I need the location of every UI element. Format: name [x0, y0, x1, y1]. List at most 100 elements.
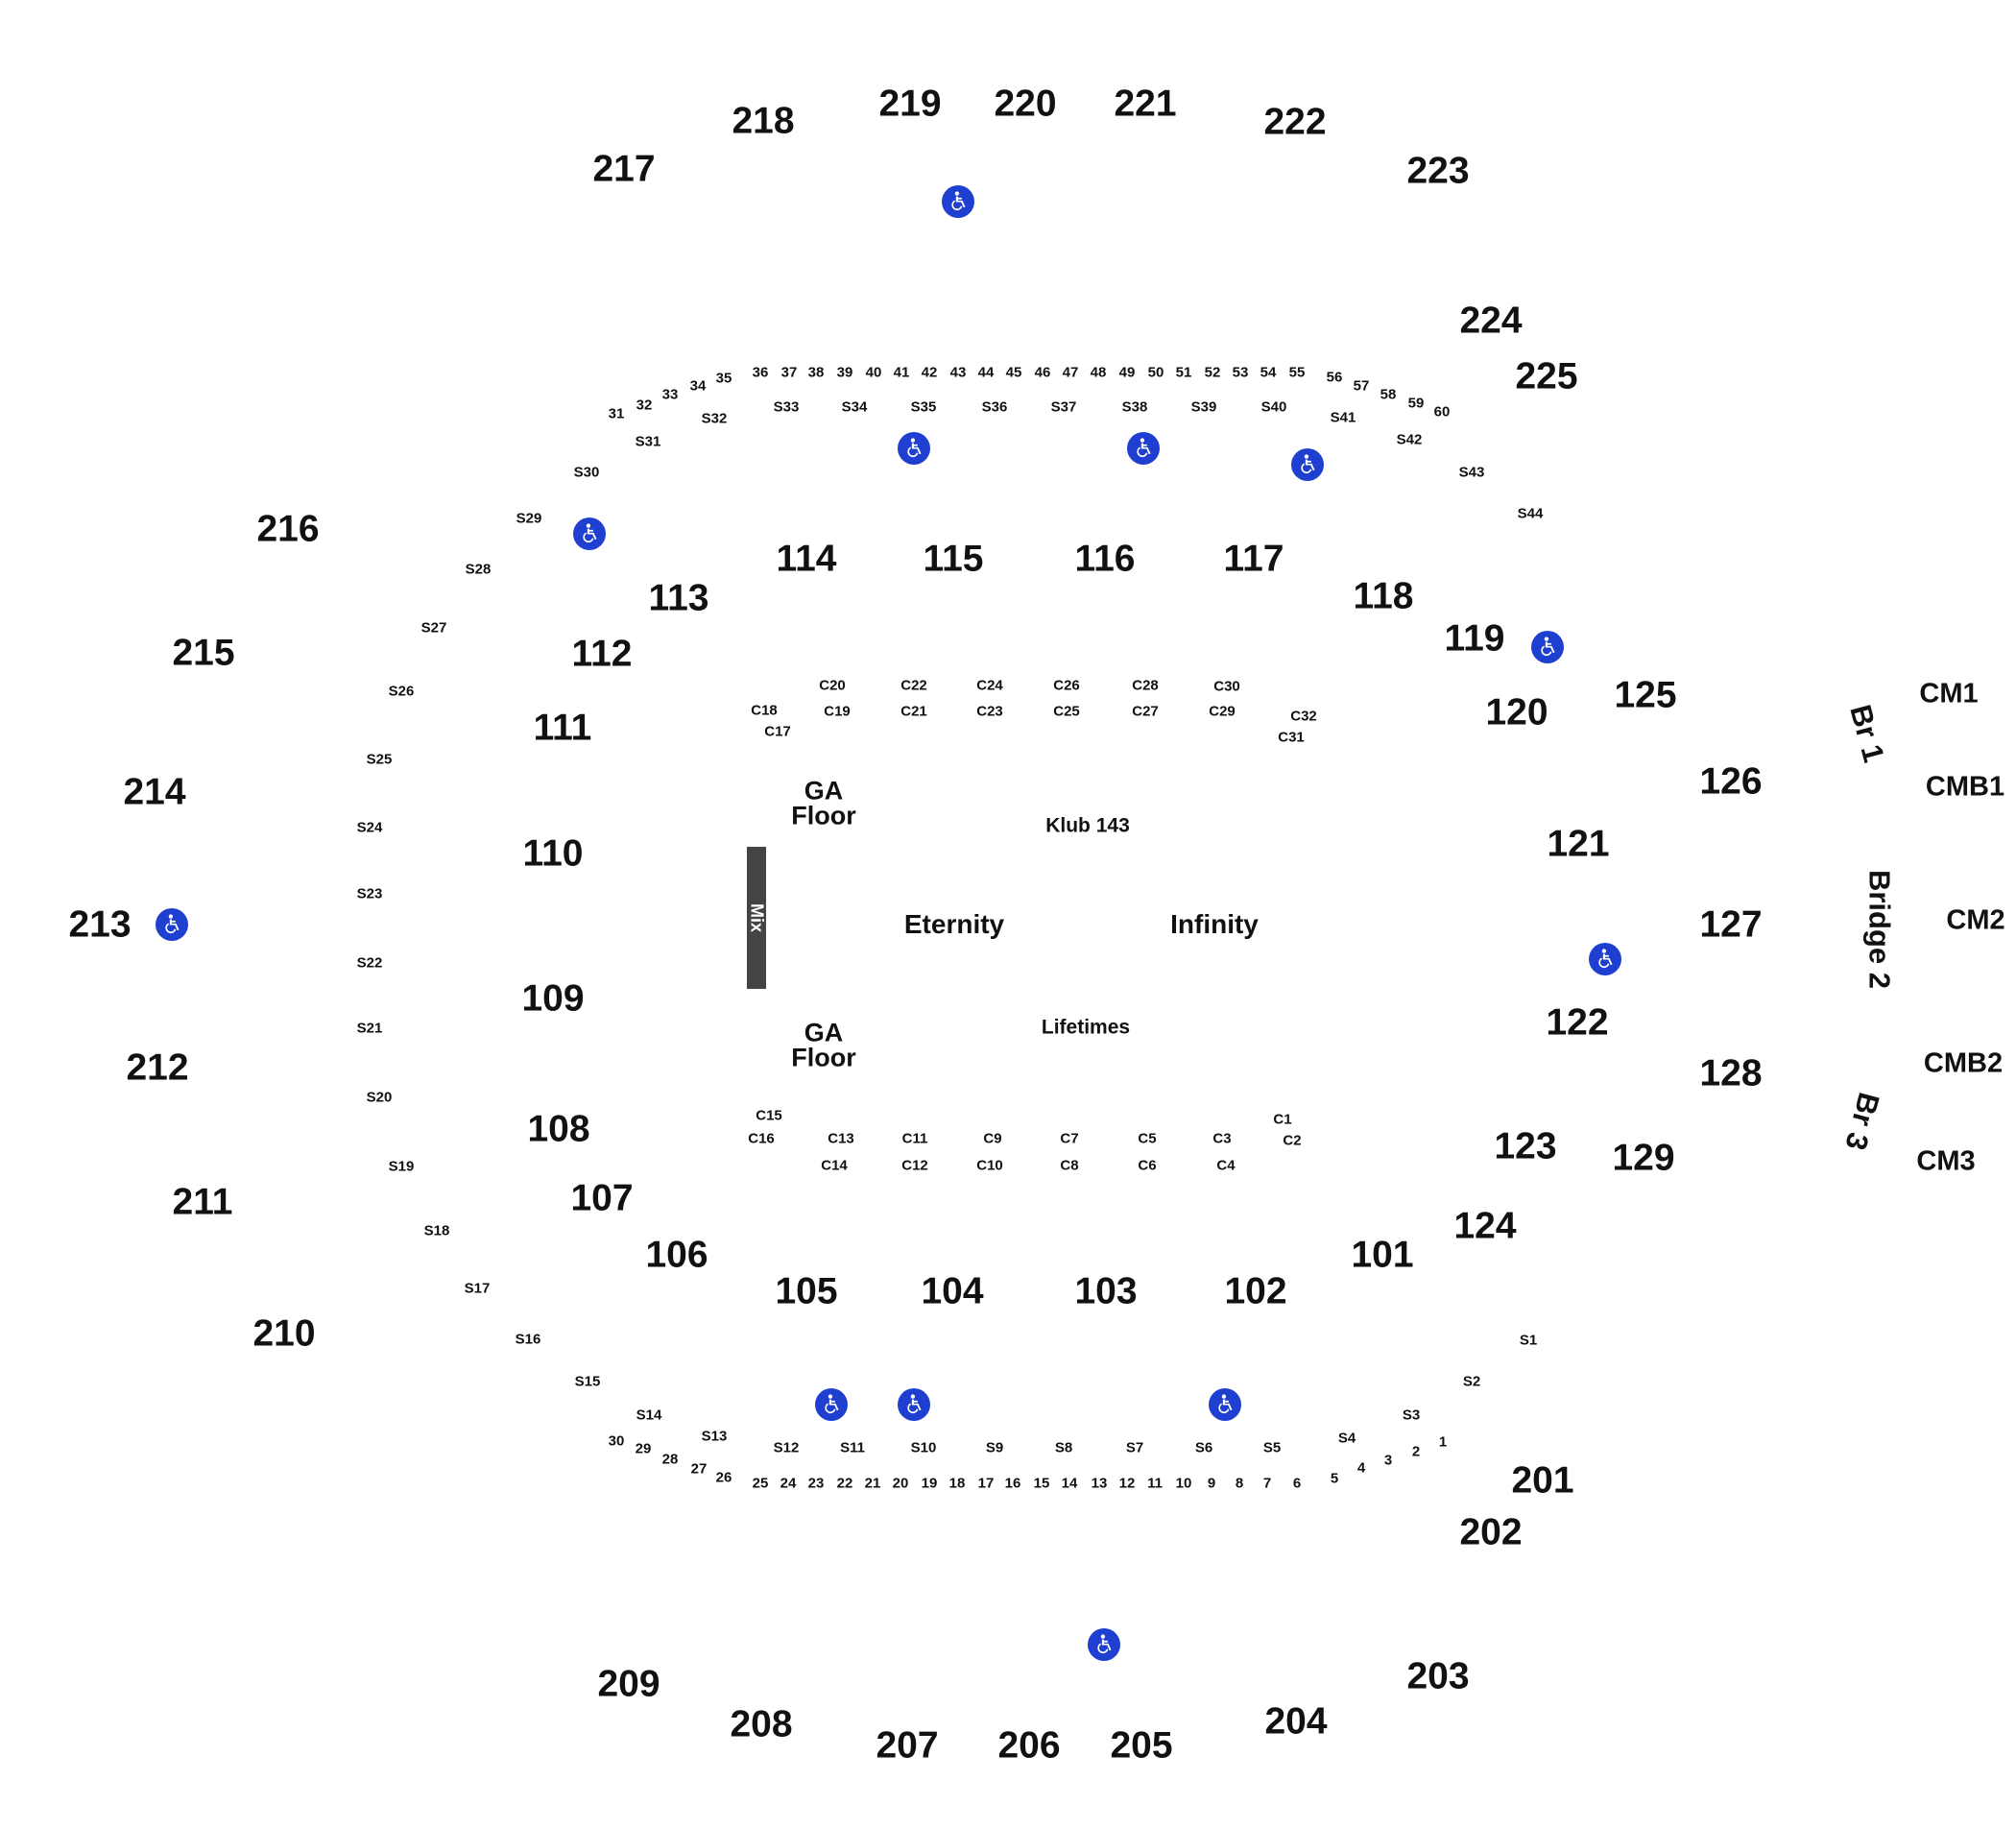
club-box-c14[interactable]: C14 — [821, 1157, 848, 1174]
suite-row-31[interactable]: 31 — [608, 405, 625, 422]
wheelchair-icon[interactable] — [1127, 432, 1160, 465]
suite-s33[interactable]: S33 — [773, 398, 800, 416]
suite-row-17[interactable]: 17 — [977, 1475, 995, 1492]
suite-s4[interactable]: S4 — [1337, 1430, 1356, 1447]
suite-row-54[interactable]: 54 — [1260, 364, 1277, 381]
suite-s2[interactable]: S2 — [1462, 1373, 1481, 1390]
suite-s37[interactable]: S37 — [1050, 398, 1077, 416]
suite-row-23[interactable]: 23 — [807, 1475, 825, 1492]
suite-s44[interactable]: S44 — [1517, 505, 1544, 522]
section-213[interactable]: 213 — [68, 903, 132, 946]
suite-row-45[interactable]: 45 — [1005, 364, 1022, 381]
suite-row-53[interactable]: 53 — [1232, 364, 1249, 381]
suite-s22[interactable]: S22 — [356, 954, 383, 972]
suite-row-19[interactable]: 19 — [921, 1475, 938, 1492]
suite-row-50[interactable]: 50 — [1147, 364, 1164, 381]
klub-143-area[interactable]: Klub 143 — [1045, 814, 1130, 837]
section-220[interactable]: 220 — [994, 83, 1057, 125]
suite-s10[interactable]: S10 — [910, 1439, 937, 1456]
section-cm1[interactable]: CM1 — [1919, 678, 1979, 710]
wheelchair-icon[interactable] — [942, 185, 974, 218]
suite-row-43[interactable]: 43 — [949, 364, 967, 381]
section-203[interactable]: 203 — [1406, 1655, 1470, 1697]
suite-row-57[interactable]: 57 — [1353, 377, 1370, 395]
suite-row-29[interactable]: 29 — [635, 1440, 652, 1457]
suite-s26[interactable]: S26 — [388, 683, 415, 700]
club-box-c1[interactable]: C1 — [1273, 1111, 1292, 1128]
suite-row-8[interactable]: 8 — [1235, 1475, 1244, 1492]
club-box-c8[interactable]: C8 — [1060, 1157, 1079, 1174]
wheelchair-icon[interactable] — [815, 1388, 848, 1421]
club-box-c7[interactable]: C7 — [1060, 1130, 1079, 1147]
suite-s11[interactable]: S11 — [840, 1439, 865, 1456]
suite-row-58[interactable]: 58 — [1380, 386, 1397, 403]
club-box-c10[interactable]: C10 — [976, 1157, 1003, 1174]
club-box-c27[interactable]: C27 — [1132, 703, 1159, 720]
section-211[interactable]: 211 — [172, 1181, 233, 1223]
section-214[interactable]: 214 — [123, 771, 186, 813]
club-box-c4[interactable]: C4 — [1216, 1157, 1236, 1174]
suite-row-21[interactable]: 21 — [864, 1475, 881, 1492]
suite-row-10[interactable]: 10 — [1175, 1475, 1192, 1492]
wheelchair-icon[interactable] — [1291, 448, 1324, 481]
suite-s38[interactable]: S38 — [1121, 398, 1148, 416]
suite-row-11[interactable]: 11 — [1147, 1475, 1163, 1492]
suite-row-20[interactable]: 20 — [892, 1475, 909, 1492]
wheelchair-icon[interactable] — [898, 1388, 930, 1421]
section-108[interactable]: 108 — [527, 1108, 590, 1150]
section-202[interactable]: 202 — [1459, 1511, 1523, 1553]
club-box-c16[interactable]: C16 — [748, 1130, 775, 1147]
suite-row-9[interactable]: 9 — [1207, 1475, 1216, 1492]
club-box-c12[interactable]: C12 — [901, 1157, 928, 1174]
club-box-c11[interactable]: C11 — [901, 1130, 928, 1147]
section-221[interactable]: 221 — [1114, 83, 1177, 125]
suite-s27[interactable]: S27 — [420, 619, 447, 637]
club-box-c26[interactable]: C26 — [1053, 677, 1080, 694]
suite-row-47[interactable]: 47 — [1062, 364, 1079, 381]
club-box-c21[interactable]: C21 — [900, 703, 927, 720]
suite-row-49[interactable]: 49 — [1118, 364, 1136, 381]
section-119[interactable]: 119 — [1444, 617, 1505, 660]
section-208[interactable]: 208 — [730, 1703, 793, 1745]
suite-s15[interactable]: S15 — [574, 1373, 601, 1390]
suite-s14[interactable]: S14 — [636, 1407, 662, 1424]
suite-s43[interactable]: S43 — [1458, 464, 1485, 481]
club-box-c24[interactable]: C24 — [976, 677, 1003, 694]
wheelchair-icon[interactable] — [1589, 943, 1621, 975]
section-201[interactable]: 201 — [1511, 1459, 1574, 1502]
section-210[interactable]: 210 — [252, 1312, 316, 1355]
wheelchair-icon[interactable] — [156, 908, 188, 941]
suite-s34[interactable]: S34 — [841, 398, 868, 416]
suite-s28[interactable]: S28 — [465, 561, 492, 578]
section-222[interactable]: 222 — [1263, 101, 1327, 143]
section-215[interactable]: 215 — [172, 632, 235, 674]
section-112[interactable]: 112 — [571, 633, 633, 675]
section-111[interactable]: 111 — [533, 707, 592, 749]
section-105[interactable]: 105 — [775, 1270, 838, 1312]
suite-row-18[interactable]: 18 — [948, 1475, 966, 1492]
club-box-c20[interactable]: C20 — [819, 677, 846, 694]
section-224[interactable]: 224 — [1459, 300, 1523, 342]
suite-row-35[interactable]: 35 — [715, 370, 732, 387]
club-box-c31[interactable]: C31 — [1278, 729, 1305, 746]
suite-s40[interactable]: S40 — [1260, 398, 1287, 416]
section-218[interactable]: 218 — [732, 100, 795, 142]
suite-row-36[interactable]: 36 — [752, 364, 769, 381]
section-123[interactable]: 123 — [1494, 1125, 1557, 1167]
suite-row-25[interactable]: 25 — [752, 1475, 769, 1492]
suite-row-15[interactable]: 15 — [1033, 1475, 1050, 1492]
lifetimes-area[interactable]: Lifetimes — [1041, 1016, 1131, 1039]
section-216[interactable]: 216 — [256, 508, 320, 550]
section-205[interactable]: 205 — [1110, 1724, 1173, 1767]
suite-row-46[interactable]: 46 — [1034, 364, 1051, 381]
section-104[interactable]: 104 — [921, 1270, 984, 1312]
suite-s42[interactable]: S42 — [1396, 431, 1423, 448]
suite-row-59[interactable]: 59 — [1407, 395, 1425, 412]
suite-row-13[interactable]: 13 — [1091, 1475, 1108, 1492]
club-box-c18[interactable]: C18 — [751, 702, 778, 719]
suite-row-52[interactable]: 52 — [1204, 364, 1221, 381]
suite-s29[interactable]: S29 — [516, 510, 542, 527]
suite-s20[interactable]: S20 — [366, 1089, 393, 1106]
